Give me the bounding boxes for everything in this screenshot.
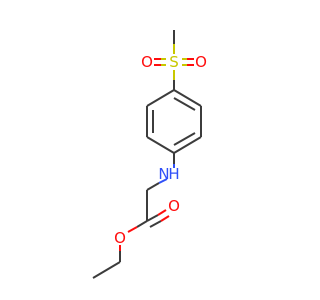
bond-carbonyl-ester-o bbox=[136, 220, 148, 228]
sulfonyl-oxygen-left-label: O bbox=[141, 53, 153, 71]
bond-carbonyl-o-a bbox=[146, 214, 159, 222]
molecule-structure: S O O H N O O bbox=[92, 30, 207, 279]
ring-bond-1-inner bbox=[173, 97, 196, 111]
bond-nitrogen-ch2-n bbox=[158, 178, 168, 184]
ester-oxygen-label: O bbox=[114, 229, 126, 247]
ring-bond-3-inner bbox=[173, 132, 196, 146]
ring-bond-6 bbox=[146, 89, 175, 107]
sulfur-label: S bbox=[169, 53, 179, 71]
bond-carbonyl-o-b bbox=[157, 209, 167, 216]
bond-carbonyl-o-d bbox=[160, 215, 170, 222]
ring-bond-3 bbox=[173, 136, 202, 154]
amine-hydrogen-label: H bbox=[168, 165, 179, 183]
ring-bond-1 bbox=[173, 89, 202, 107]
amine-nitrogen-label: N bbox=[158, 165, 169, 183]
bond-carbonyl-o-c bbox=[149, 220, 162, 228]
bond-carbonyl-ester-o-o bbox=[127, 226, 138, 233]
ring-bond-4 bbox=[146, 136, 175, 154]
bond-ethyl bbox=[92, 261, 121, 279]
bond-nitrogen-ch2 bbox=[146, 182, 160, 191]
carbonyl-oxygen-label: O bbox=[168, 197, 180, 215]
sulfonyl-oxygen-right-label: O bbox=[195, 53, 207, 71]
